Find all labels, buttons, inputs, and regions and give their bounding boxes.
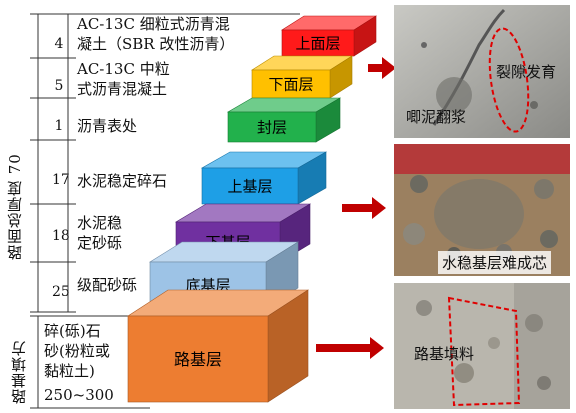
- desc-subgrade-4: 250~300: [44, 386, 114, 404]
- desc-surface-upper-2: 凝土（SBR 改性沥青）: [77, 35, 235, 53]
- photo-crack: [394, 5, 570, 138]
- desc-base-lower-2: 定砂砾: [77, 234, 123, 252]
- block-subgrade-front: [127, 315, 269, 403]
- thickness-base-lower: 18: [52, 228, 70, 244]
- block-surface-upper-front: [281, 29, 355, 57]
- thickness-base-upper: 17: [52, 172, 70, 188]
- desc-subgrade-3: 黏粒土): [44, 362, 95, 380]
- desc-base-lower-1: 水泥稳: [77, 214, 123, 232]
- block-surface-lower-front: [251, 69, 331, 99]
- thickness-seal: 1: [54, 118, 64, 134]
- thickness-surface-lower: 5: [54, 78, 64, 94]
- arrow-fill: [316, 337, 384, 359]
- photo-crack-caption: 裂隙发育: [496, 63, 557, 81]
- photo-fill: [394, 283, 570, 409]
- desc-surface-upper-1: AC-13C 细粒式沥青混: [77, 15, 230, 33]
- block-surface-upper-label: 上面层: [295, 34, 340, 52]
- desc-surface-lower-1: AC-13C 中粒: [77, 60, 170, 78]
- desc-subbase: 级配砂砾: [77, 276, 138, 294]
- desc-subgrade-1: 碎(砾)石: [44, 322, 101, 340]
- photo-fill-caption: 路基填料: [414, 345, 475, 363]
- arrow-crack: [368, 57, 396, 79]
- block-seal-front: [227, 111, 317, 143]
- desc-surface-lower-2: 式沥青混凝土: [77, 80, 168, 98]
- arrow-core: [342, 197, 386, 219]
- block-seal-label: 封层: [257, 118, 287, 136]
- photo-mud-caption: 唧泥翻浆: [406, 108, 467, 126]
- block-subgrade-label: 路基层: [174, 350, 222, 369]
- block-base-upper-label: 上基层: [227, 177, 272, 195]
- thickness-surface-upper: 4: [54, 36, 64, 52]
- desc-base-upper: 水泥稳定碎石: [77, 172, 168, 190]
- block-surface-lower-label: 下面层: [268, 75, 313, 93]
- thickness-subbase: 25: [52, 284, 70, 300]
- desc-subgrade-2: 砂(粉粒或: [44, 342, 110, 360]
- photo-core-caption: 水稳基层难成芯: [438, 251, 552, 274]
- block-base-upper-front: [201, 167, 299, 205]
- desc-seal: 沥青表处: [77, 117, 138, 135]
